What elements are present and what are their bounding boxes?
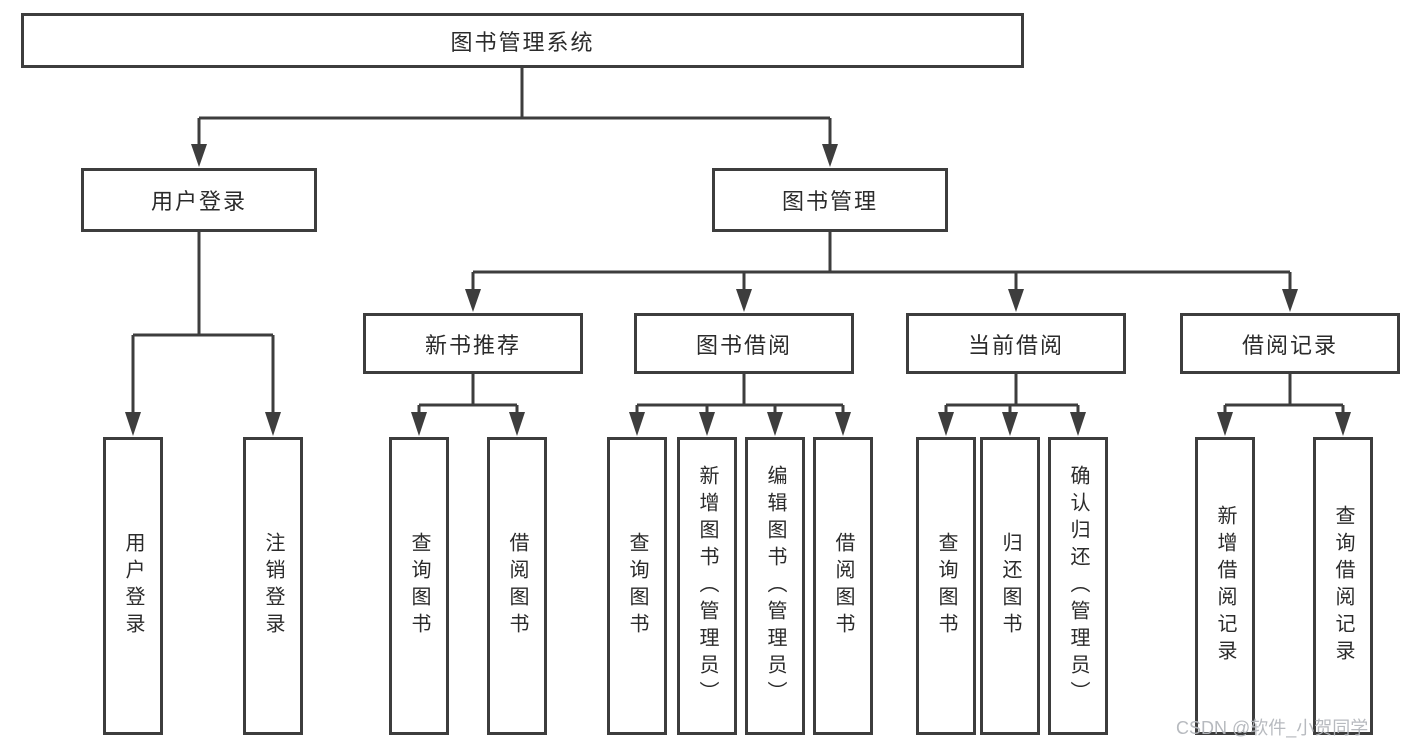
arrowhead-icon [191, 144, 207, 167]
arrowhead-icon [1335, 412, 1351, 436]
leaf-label: 查询借阅记录 [1332, 505, 1354, 667]
node-book-management-label: 图书管理 [781, 189, 878, 214]
leaf-query-books-borrowing: 查询图书 [607, 437, 667, 735]
node-new-book-recommend: 新书推荐 [363, 313, 583, 374]
leaf-label: 借阅图书 [832, 532, 854, 640]
leaf-label: 新增图书（管理员） [696, 464, 718, 708]
arrowhead-icon [629, 412, 645, 436]
node-user-login-label: 用户登录 [150, 189, 247, 214]
arrowhead-icon [1002, 412, 1018, 436]
leaf-query-borrow-record: 查询借阅记录 [1313, 437, 1373, 735]
arrowhead-icon [736, 289, 752, 312]
leaf-label: 新增借阅记录 [1214, 505, 1236, 667]
csdn-watermark: CSDN @软件_小贺同学 [1176, 718, 1369, 738]
leaf-add-borrow-record: 新增借阅记录 [1195, 437, 1255, 735]
leaf-label: 用户登录 [122, 532, 144, 640]
arrowhead-icon [465, 289, 481, 312]
leaf-borrow-books-recommend: 借阅图书 [487, 437, 547, 735]
node-book-management: 图书管理 [712, 168, 948, 232]
arrowhead-icon [1217, 412, 1233, 436]
leaf-label: 查询图书 [626, 532, 648, 640]
leaf-query-books-current: 查询图书 [916, 437, 976, 735]
node-current-borrowing: 当前借阅 [906, 313, 1126, 374]
leaf-label: 确认归还（管理员） [1067, 464, 1089, 708]
leaf-label: 编辑图书（管理员） [764, 464, 786, 708]
arrowhead-icon [822, 144, 838, 167]
arrowhead-icon [938, 412, 954, 436]
arrowhead-icon [509, 412, 525, 436]
leaf-label: 归还图书 [999, 532, 1021, 640]
node-book-borrowing: 图书借阅 [634, 313, 854, 374]
node-book-borrowing-label: 图书借阅 [695, 332, 792, 358]
node-new-book-recommend-label: 新书推荐 [424, 332, 521, 358]
leaf-logout: 注销登录 [243, 437, 303, 735]
node-root-system: 图书管理系统 [21, 13, 1024, 68]
arrowhead-icon [125, 412, 141, 436]
node-user-login: 用户登录 [81, 168, 317, 232]
leaf-borrow-books: 借阅图书 [813, 437, 873, 735]
leaf-label: 借阅图书 [506, 532, 528, 640]
arrowhead-icon [1008, 289, 1024, 312]
leaf-label: 注销登录 [262, 532, 284, 640]
arrowhead-icon [1282, 289, 1298, 312]
arrowhead-icon [411, 412, 427, 436]
node-borrowing-records: 借阅记录 [1180, 313, 1400, 374]
leaf-label: 查询图书 [408, 532, 430, 640]
leaf-edit-books-admin: 编辑图书（管理员） [745, 437, 805, 735]
leaf-return-books: 归还图书 [980, 437, 1040, 735]
arrowhead-icon [265, 412, 281, 436]
node-borrowing-records-label: 借阅记录 [1241, 332, 1338, 358]
leaf-label: 查询图书 [935, 532, 957, 640]
leaf-confirm-return-admin: 确认归还（管理员） [1048, 437, 1108, 735]
node-root-label: 图书管理系统 [450, 29, 595, 55]
node-current-borrowing-label: 当前借阅 [967, 332, 1064, 358]
leaf-add-books-admin: 新增图书（管理员） [677, 437, 737, 735]
arrowhead-icon [835, 412, 851, 436]
leaf-user-login: 用户登录 [103, 437, 163, 735]
arrowhead-icon [1070, 412, 1086, 436]
arrowhead-icon [699, 412, 715, 436]
leaf-query-books-recommend: 查询图书 [389, 437, 449, 735]
arrowhead-icon [767, 412, 783, 436]
